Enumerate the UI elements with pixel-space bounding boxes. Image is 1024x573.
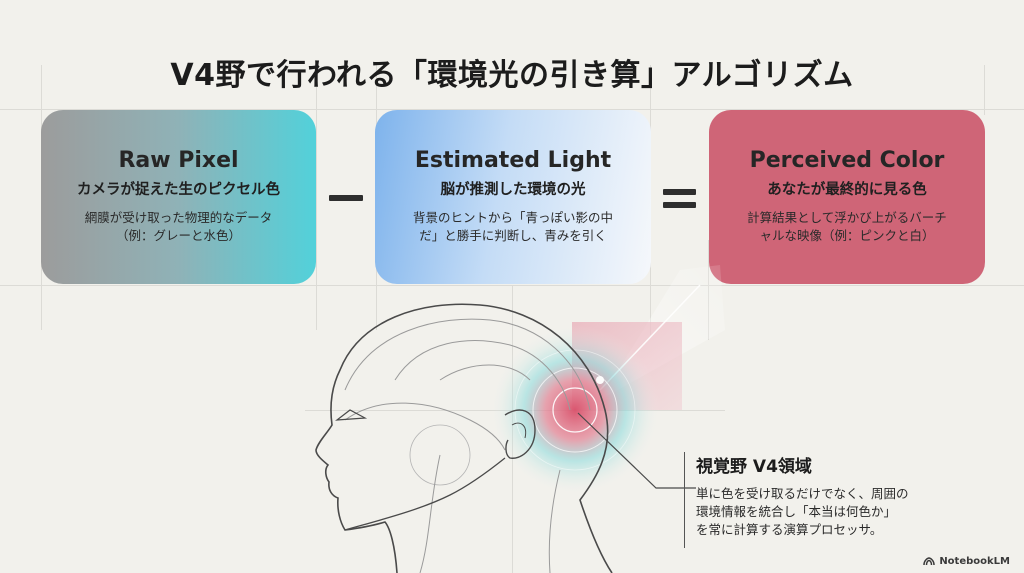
card-title: Raw Pixel xyxy=(118,148,239,173)
callout-bar xyxy=(684,452,685,548)
card-description: 網膜が受け取った物理的なデータ （例：グレーと水色） xyxy=(41,209,316,245)
card-description-line: 網膜が受け取った物理的なデータ xyxy=(84,210,273,225)
v4-callout: 視覚野 V4領域 単に色を受け取るだけでなく、周囲の 環境情報を統合し「本当は何… xyxy=(684,452,966,548)
raw-pixel-card: Raw Pixel カメラが捉えた生のピクセル色 網膜が受け取った物理的なデータ… xyxy=(41,110,316,284)
callout-title: 視覚野 V4領域 xyxy=(696,457,812,477)
grid-line xyxy=(0,109,1024,110)
card-description-line: 背景のヒントから「青っぽい影の中 xyxy=(412,210,613,225)
card-description-line: （例：グレーと水色） xyxy=(115,228,241,243)
minus-icon xyxy=(329,195,363,201)
callout-description: 単に色を受け取るだけでなく、周囲の 環境情報を統合し「本当は何色か」 を常に計算… xyxy=(696,485,966,539)
watermark-label: NotebookLM xyxy=(939,556,1010,567)
equals-bar xyxy=(663,189,696,195)
card-description: 背景のヒントから「青っぽい影の中 だ」と勝手に判断し、青みを引く xyxy=(375,209,651,245)
callout-line: 環境情報を統合し「本当は何色か」 xyxy=(696,504,897,519)
card-subtitle: カメラが捉えた生のピクセル色 xyxy=(77,182,280,198)
grid-line xyxy=(305,410,725,411)
card-title: Estimated Light xyxy=(414,148,612,173)
callout-line: 単に色を受け取るだけでなく、周囲の xyxy=(696,486,909,501)
equals-bar xyxy=(663,202,696,208)
page-title: V4野で行われる「環境光の引き算」アルゴリズム xyxy=(170,58,854,94)
notebooklm-watermark: NotebookLM xyxy=(923,556,1010,567)
perceived-color-card: Perceived Color あなたが最終的に見る色 計算結果として浮かび上が… xyxy=(709,110,985,284)
card-title: Perceived Color xyxy=(749,148,945,173)
callout-line: を常に計算する演算プロセッサ。 xyxy=(696,522,883,537)
grid-line xyxy=(512,285,513,573)
grid-line xyxy=(984,65,985,115)
card-subtitle: 脳が推測した環境の光 xyxy=(440,182,586,198)
grid-line xyxy=(316,65,317,330)
notebooklm-logo-icon xyxy=(923,557,936,566)
estimated-light-card: Estimated Light 脳が推測した環境の光 背景のヒントから「青っぽい… xyxy=(375,110,651,284)
card-description: 計算結果として浮かび上がるバーチ ャルな映像（例：ピンクと白） xyxy=(709,209,985,245)
card-description-line: だ」と勝手に判断し、青みを引く xyxy=(419,228,607,243)
card-description-line: 計算結果として浮かび上がるバーチ xyxy=(747,210,947,225)
card-subtitle: あなたが最終的に見る色 xyxy=(767,182,927,198)
card-description-line: ャルな映像（例：ピンクと白） xyxy=(759,228,935,243)
